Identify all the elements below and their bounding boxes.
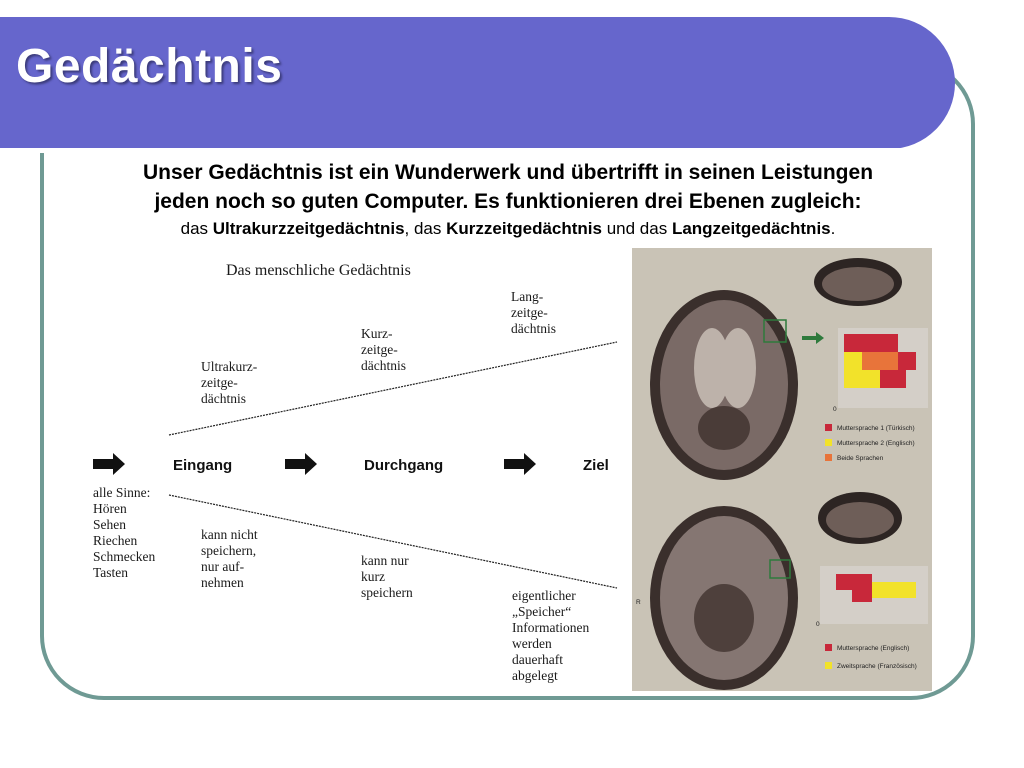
label-line: Kurz- xyxy=(361,326,393,341)
legend-label: Muttersprache 1 (Türkisch) xyxy=(837,425,915,432)
label-ultrakurz: Ultrakurz- zeitge- dächtnis xyxy=(201,359,258,406)
legend-top: Muttersprache 1 (Türkisch) Muttersprache… xyxy=(825,424,915,462)
arrow-icon xyxy=(285,453,317,475)
upper-divergence-line xyxy=(168,341,618,436)
activation-heatmap-bottom: 0 xyxy=(816,566,928,628)
label-line: dächtnis xyxy=(201,391,246,406)
arrow-icon xyxy=(504,453,536,475)
side-label: R xyxy=(636,599,641,606)
intro-line-1: Unser Gedächtnis ist ein Wunderwerk und … xyxy=(142,161,874,184)
label-line: eigentlicher xyxy=(512,588,576,603)
term-langzeit: Langzeitgedächtnis xyxy=(671,219,831,238)
label-line: werden xyxy=(512,636,552,651)
label-line: „Speicher“ xyxy=(512,604,571,619)
title-bar: Gedächtnis xyxy=(0,17,955,153)
activation-heatmap-top: 0 xyxy=(833,328,928,413)
label-line: Tasten xyxy=(93,565,128,580)
intro-line-3: das Ultrakurzzeitgedächtnis, das Kurzzei… xyxy=(58,216,958,242)
intro-text: Unser Gedächtnis ist ein Wunderwerk und … xyxy=(58,158,958,242)
memory-diagram: Das menschliche Gedächtnis Eingang Durch… xyxy=(93,262,618,683)
label-line: abgelegt xyxy=(512,668,558,683)
legend-bottom: Muttersprache (Englisch) Zweitsprache (F… xyxy=(825,644,917,670)
label-line: zeitge- xyxy=(201,375,238,390)
label-line: kann nur xyxy=(361,553,409,568)
label-senses: alle Sinne: Hören Sehen Riechen Schmecke… xyxy=(93,485,155,580)
label-line: nehmen xyxy=(201,575,244,590)
slide-title: Gedächtnis xyxy=(16,40,283,93)
label-lang: Lang- zeitge- dächtnis xyxy=(511,289,556,336)
lower-divergence-line xyxy=(168,494,618,589)
intro-text-part: das xyxy=(180,219,213,238)
title-underline xyxy=(0,148,905,153)
pointer-arrow-icon xyxy=(802,332,824,344)
intro-text-part: , das xyxy=(404,219,447,238)
arrow-icon xyxy=(93,453,125,475)
term-kurzzeit: Kurzzeitgedächtnis xyxy=(446,219,602,238)
label-line: kann nicht xyxy=(201,527,258,542)
label-line: Lang- xyxy=(511,289,544,304)
label-line: Informationen xyxy=(512,620,589,635)
brain-sagittal-bottom xyxy=(818,492,902,544)
label-short-store: kann nur kurz speichern xyxy=(361,553,413,600)
legend-label: Zweitsprache (Französisch) xyxy=(837,663,917,670)
label-line: zeitge- xyxy=(511,305,548,320)
intro-line-2: jeden noch so guten Computer. Es funktio… xyxy=(154,190,862,213)
stage-label: Ziel xyxy=(583,457,609,474)
label-line: Riechen xyxy=(93,533,137,548)
label-kurz: Kurz- zeitge- dächtnis xyxy=(361,326,406,373)
legend-label: Muttersprache (Englisch) xyxy=(837,645,909,652)
brain-sagittal-top xyxy=(814,258,902,306)
term-ultrakurzzeit: Ultrakurzzeitgedächtnis xyxy=(212,219,405,238)
legend-swatch xyxy=(825,439,832,446)
axis-zero-label: 0 xyxy=(816,621,820,628)
intro-text-part: und das xyxy=(601,219,672,238)
legend-label: Muttersprache 2 (Englisch) xyxy=(837,440,915,447)
brain-scan-figure: 0 Muttersprache 1 (Türkisch) Muttersprac… xyxy=(632,248,932,691)
label-line: zeitge- xyxy=(361,342,398,357)
label-line: Ultrakurz- xyxy=(201,359,258,374)
label-line: Sehen xyxy=(93,517,126,532)
brain-scan-top xyxy=(650,290,798,480)
label-line: speichern xyxy=(361,585,413,600)
legend-swatch xyxy=(825,454,832,461)
label-line: Schmecken xyxy=(93,549,155,564)
diagram-title: Das menschliche Gedächtnis xyxy=(226,262,411,279)
stage-label: Durchgang xyxy=(364,457,443,474)
label-line: dauerhaft xyxy=(512,652,563,667)
label-line: Hören xyxy=(93,501,127,516)
legend-swatch xyxy=(825,662,832,669)
legend-swatch xyxy=(825,424,832,431)
label-long-store: eigentlicher „Speicher“ Informationen we… xyxy=(512,588,589,683)
label-line: speichern, xyxy=(201,543,256,558)
stage-label: Eingang xyxy=(173,457,232,474)
label-cannot-store: kann nicht speichern, nur auf- nehmen xyxy=(201,527,258,590)
intro-text-part: . xyxy=(830,219,836,238)
label-line: dächtnis xyxy=(361,358,406,373)
label-line: alle Sinne: xyxy=(93,485,150,500)
legend-label: Beide Sprachen xyxy=(837,455,884,462)
legend-swatch xyxy=(825,644,832,651)
brain-scan-bottom: R xyxy=(636,506,798,690)
label-line: nur auf- xyxy=(201,559,245,574)
label-line: kurz xyxy=(361,569,385,584)
label-line: dächtnis xyxy=(511,321,556,336)
axis-zero-label: 0 xyxy=(833,406,837,413)
